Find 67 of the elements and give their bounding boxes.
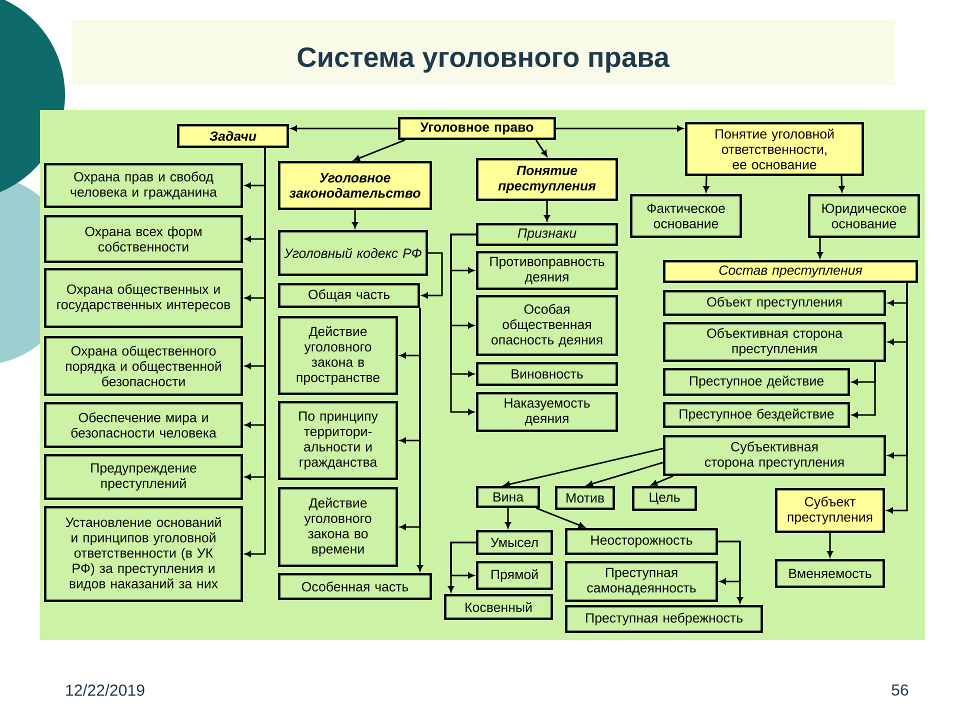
arrow	[827, 533, 833, 558]
date-label: 12/22/2019	[66, 684, 144, 696]
text-box: Объект преступления	[663, 290, 886, 316]
arrow	[354, 139, 406, 162]
arrow	[504, 448, 664, 488]
text-box: Фактическое основание	[630, 194, 742, 238]
text-box: Преступная самонадеянность	[565, 561, 718, 602]
arrow	[544, 201, 550, 222]
text-box: Охрана общественного порядка и общественной безопасности	[44, 336, 243, 396]
text-box: По принципу территори-альности и гражданства	[278, 401, 398, 480]
arrow	[417, 308, 423, 572]
arrow	[852, 362, 876, 418]
text-box: Мотив	[555, 486, 615, 510]
arrow	[422, 252, 443, 298]
text-box: Преступное бездействие	[663, 402, 850, 428]
heading-box: Уголовное право	[398, 117, 556, 140]
arrow	[703, 176, 710, 192]
arrow	[718, 540, 743, 604]
heading-box: Понятие уголовной ответственности, ее основание	[685, 122, 864, 176]
text-box: Действие уголовного закона во времени	[278, 487, 398, 567]
arrow	[505, 508, 511, 528]
slide-title: Система уголовного права	[298, 47, 670, 73]
text-box: Прямой	[476, 561, 553, 590]
text-box: Умысел	[476, 530, 553, 555]
arrow	[886, 283, 908, 514]
text-box: Обеспечение мира и безопасности человека	[44, 402, 243, 448]
text-box: Особая общественная опасность деяния	[476, 295, 618, 356]
text-box: Вина	[476, 486, 540, 508]
arrow	[838, 176, 845, 192]
arrow	[651, 475, 674, 486]
arrow	[290, 126, 398, 132]
text-box: Юридическое основание	[808, 194, 920, 238]
text-box: Преступная небрежность	[565, 605, 763, 633]
arrow	[586, 462, 664, 487]
text-box: Предупреждение преступлений	[44, 454, 243, 500]
heading-box: Состав преступления	[663, 260, 918, 283]
text-box: Субъективная сторона преступления	[663, 435, 886, 476]
text-box: Особенная часть	[278, 573, 432, 600]
text-box: Виновность	[476, 362, 618, 386]
arrow	[352, 210, 358, 228]
arrow	[556, 126, 684, 132]
text-box: Преступное действие	[663, 368, 850, 396]
text-box: Вменяемость	[775, 559, 885, 588]
arrow	[817, 238, 823, 258]
text-box: Неосторожность	[565, 528, 718, 555]
arrow	[450, 234, 476, 415]
heading-box: Понятие преступления	[476, 158, 618, 201]
arrow	[535, 140, 548, 157]
text-box: Охрана всех форм собственности	[44, 215, 243, 263]
page-number: 56	[892, 684, 908, 696]
text-box: Признаки	[476, 223, 618, 246]
heading-box: Уголовное законодательство	[278, 161, 432, 210]
heading-box: Задачи	[177, 124, 289, 148]
text-box: Косвенный	[444, 594, 553, 620]
arrow	[448, 542, 476, 592]
text-box: Цель	[632, 486, 697, 511]
text-box: Охрана прав и свобод человека и гражданина	[44, 163, 243, 208]
text-box: Установление оснований и принципов уголовной ответственности (в УК РФ) за преступления и видов наказаний за них	[44, 506, 243, 602]
text-box: Объективная сторона преступления	[663, 322, 886, 362]
arrow	[536, 507, 585, 528]
text-box: Действие уголовного закона в пространстве	[278, 316, 398, 395]
text-box: Уголовный кодекс РФ	[278, 230, 428, 276]
text-box: Наказуемость деяния	[476, 392, 618, 432]
text-box: Противоправность деяния	[476, 251, 618, 290]
text-box: Общая часть	[278, 283, 420, 308]
heading-box: Субъект преступления	[775, 488, 885, 533]
text-box: Охрана общественных и государственных интересов	[44, 268, 243, 328]
